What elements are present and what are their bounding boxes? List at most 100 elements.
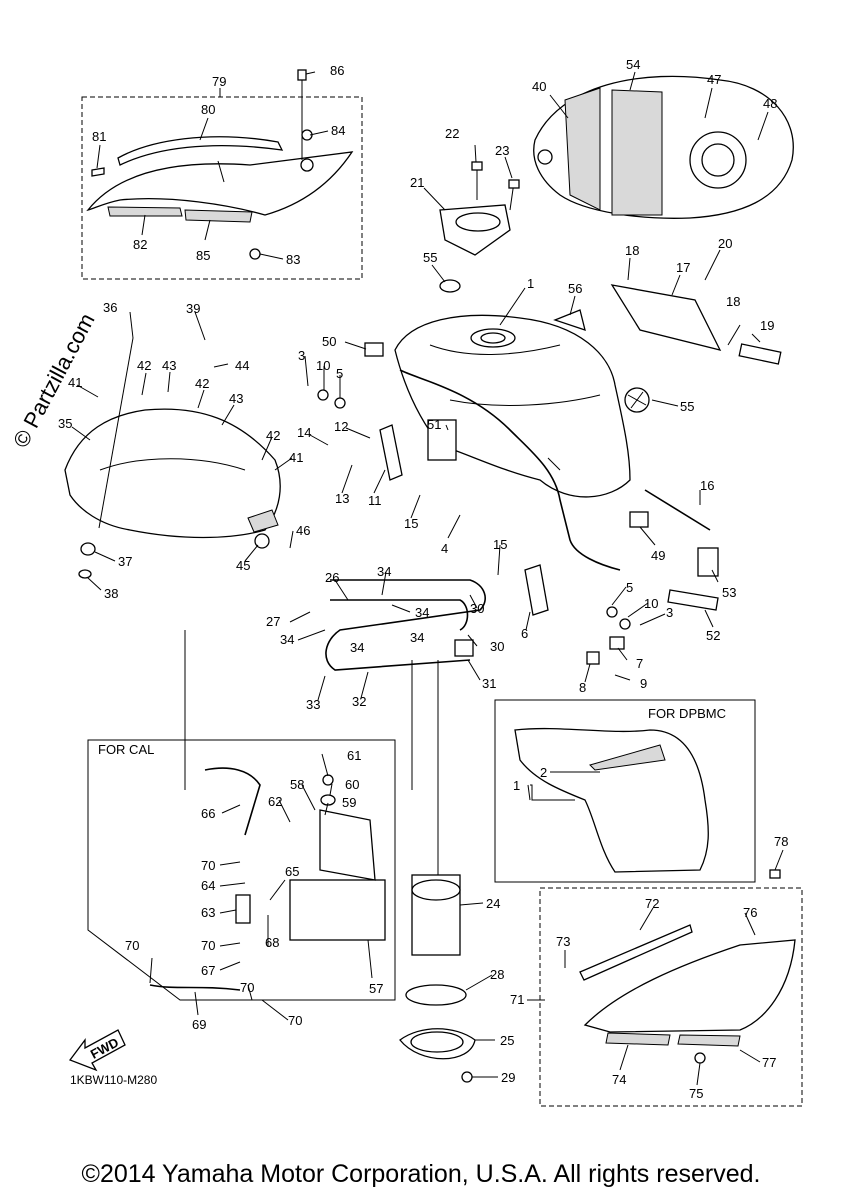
callout-34: 34: [280, 632, 294, 647]
callout-55: 55: [423, 250, 437, 265]
left-side-cover: [64, 337, 281, 579]
side-cover-inset: [81, 69, 363, 280]
callout-48: 48: [763, 96, 777, 111]
callout-70: 70: [201, 858, 215, 873]
callout-46: 46: [296, 523, 310, 538]
callout-60: 60: [345, 777, 359, 792]
callout-18: 18: [625, 243, 639, 258]
callout-31: 31: [482, 676, 496, 691]
callout-27: 27: [266, 614, 280, 629]
callout-34: 34: [415, 605, 429, 620]
callout-71: 71: [510, 992, 524, 1007]
callout-61: 61: [347, 748, 361, 763]
callout-17: 17: [676, 260, 690, 275]
callout-41: 41: [68, 375, 82, 390]
callout-30: 30: [470, 601, 484, 616]
callout-10: 10: [644, 596, 658, 611]
callout-86: 86: [330, 63, 344, 78]
callout-63: 63: [201, 905, 215, 920]
callout-33: 33: [306, 697, 320, 712]
callout-5: 5: [336, 366, 343, 381]
callout-6: 6: [521, 626, 528, 641]
callout-67: 67: [201, 963, 215, 978]
callout-82: 82: [133, 237, 147, 252]
callout-18: 18: [726, 294, 740, 309]
callout-16: 16: [700, 478, 714, 493]
callout-79: 79: [212, 74, 226, 89]
callout-2: 2: [540, 765, 547, 780]
callout-8: 8: [579, 680, 586, 695]
callout-70: 70: [240, 980, 254, 995]
callout-53: 53: [722, 585, 736, 600]
callout-7: 7: [636, 656, 643, 671]
callout-34: 34: [410, 630, 424, 645]
callout-42: 42: [195, 376, 209, 391]
callout-77: 77: [762, 1055, 776, 1070]
callout-50: 50: [322, 334, 336, 349]
callout-52: 52: [706, 628, 720, 643]
callout-1: 1: [527, 276, 534, 291]
callout-49: 49: [651, 548, 665, 563]
callout-11: 11: [368, 493, 382, 508]
callout-42: 42: [266, 428, 280, 443]
for-cal-label: FOR CAL: [98, 742, 154, 757]
callout-44: 44: [235, 358, 249, 373]
fuel-tank: [394, 279, 650, 571]
callout-3: 3: [298, 348, 305, 363]
diagram-code: 1KBW110-M280: [70, 1073, 158, 1087]
callout-69: 69: [192, 1017, 206, 1032]
callout-58: 58: [290, 777, 304, 792]
callout-3: 3: [666, 605, 673, 620]
callout-32: 32: [352, 694, 366, 709]
pump-cover: [439, 161, 520, 256]
callout-35: 35: [58, 416, 72, 431]
callout-1: 1: [513, 778, 520, 793]
callout-36: 36: [103, 300, 117, 315]
callout-29: 29: [501, 1070, 515, 1085]
callout-23: 23: [495, 143, 509, 158]
callout-43: 43: [229, 391, 243, 406]
callout-24: 24: [486, 896, 500, 911]
callout-47: 47: [707, 72, 721, 87]
callout-57: 57: [369, 981, 383, 996]
callouts: 1 1 2 3 3 4 5 5 6 7 8 9 10 10 11 12 13 1…: [58, 57, 788, 1101]
callout-66: 66: [201, 806, 215, 821]
callout-9: 9: [640, 676, 647, 691]
callout-38: 38: [104, 586, 118, 601]
callout-40: 40: [532, 79, 546, 94]
callout-41: 41: [289, 450, 303, 465]
callout-81: 81: [92, 129, 106, 144]
callout-73: 73: [556, 934, 570, 949]
leader-lines: [71, 71, 784, 1086]
callout-64: 64: [201, 878, 215, 893]
callout-45: 45: [236, 558, 250, 573]
callout-85: 85: [196, 248, 210, 263]
callout-78: 78: [774, 834, 788, 849]
callout-56: 56: [568, 281, 582, 296]
callout-84: 84: [331, 123, 345, 138]
callout-42: 42: [137, 358, 151, 373]
right-side-cover-inset: [539, 869, 803, 1107]
mounting-hardware: [184, 284, 782, 880]
callout-74: 74: [612, 1072, 626, 1087]
callout-70: 70: [125, 938, 139, 953]
tank-underside: [533, 75, 794, 219]
fuel-pump: [399, 874, 476, 1083]
callout-15: 15: [493, 537, 507, 552]
callout-28: 28: [490, 967, 504, 982]
callout-75: 75: [689, 1086, 703, 1101]
for-dpbmc-inset: [494, 699, 756, 883]
callout-51: 51: [427, 417, 441, 432]
callout-70: 70: [201, 938, 215, 953]
callout-83: 83: [286, 252, 300, 267]
callout-43: 43: [162, 358, 176, 373]
callout-5: 5: [626, 580, 633, 595]
callout-37: 37: [118, 554, 132, 569]
callout-59: 59: [342, 795, 356, 810]
callout-14: 14: [297, 425, 311, 440]
callout-13: 13: [335, 491, 349, 506]
callout-76: 76: [743, 905, 757, 920]
callout-15: 15: [404, 516, 418, 531]
callout-72: 72: [645, 896, 659, 911]
